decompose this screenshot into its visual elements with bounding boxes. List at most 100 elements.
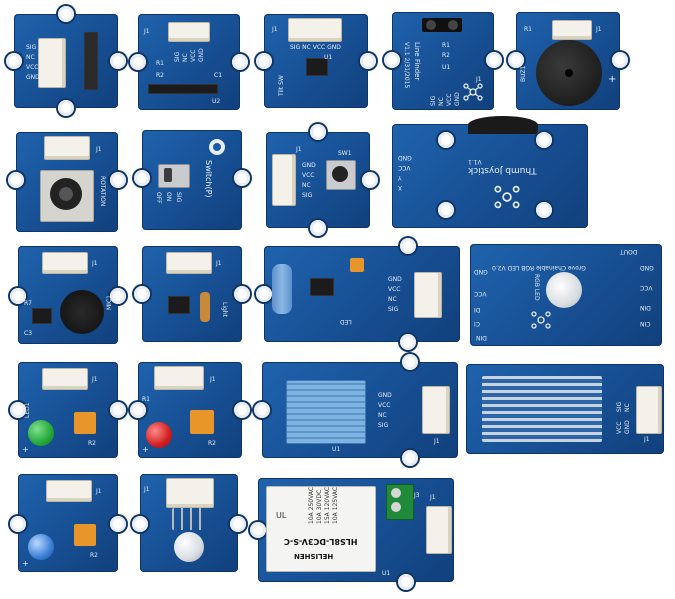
led-label: RGB LED — [533, 274, 540, 301]
grove-connector — [44, 136, 90, 160]
photoresistor-icon — [200, 292, 210, 322]
board-switch: Switch(P) OFF ON SIG — [134, 130, 250, 230]
board-buzzer: R1 J1 + BUZ1 — [508, 12, 628, 110]
part-label: R1 — [142, 396, 150, 403]
mount-hole — [400, 334, 416, 350]
board-chainable-rgb-led: DOUT DIN Grove Chainable RGB LED V2.0 GN… — [470, 244, 662, 346]
part-label: R1 — [524, 26, 532, 33]
pin-label: GND — [454, 92, 461, 106]
pin-label: NC — [624, 403, 631, 412]
board-name: Thumb Joystick — [468, 165, 537, 175]
mount-hole — [110, 172, 126, 188]
part-label: J1 — [476, 76, 482, 83]
board-red-led: J1 R1 R2 + — [130, 362, 250, 458]
grove-connector — [426, 506, 452, 554]
pin-label: NC — [388, 296, 397, 303]
part-label: U1 — [442, 64, 451, 71]
mount-hole — [486, 52, 502, 68]
mount-hole — [230, 516, 246, 532]
pin-label: X — [398, 184, 403, 191]
board-title: Line Finder — [413, 42, 421, 81]
pin-label: GND — [26, 74, 40, 81]
part-label: J1 — [296, 146, 302, 153]
grove-connector — [422, 386, 450, 434]
pin-label: GND — [640, 264, 654, 271]
mount-hole — [10, 516, 26, 532]
ir-receiver-icon — [448, 20, 458, 30]
trimmer-pot — [74, 524, 96, 546]
connector-label: J1 — [144, 28, 150, 35]
water-traces-icon — [482, 376, 602, 442]
pin-label: SIG — [378, 422, 389, 429]
part-label: J1 — [96, 146, 102, 153]
grove-connector — [38, 38, 66, 88]
board-name: ROTATION — [99, 176, 106, 207]
pin-label: Y — [398, 174, 402, 181]
pin-label: SIG — [302, 192, 313, 199]
mount-hole — [254, 402, 270, 418]
pin-label: GND — [388, 276, 402, 283]
pcb — [392, 124, 588, 228]
polarity-label: + — [22, 559, 29, 568]
button-cap-icon — [332, 166, 348, 182]
part-label: U1 — [382, 570, 391, 577]
relay-rating: 10A 125VAC — [332, 486, 339, 524]
board-title: Grove Chainable RGB LED V2.0 — [492, 264, 586, 271]
part-label: R7 — [24, 300, 32, 307]
grove-connector — [414, 272, 442, 318]
board-vibration-sensor: SIG NC VCC GND — [6, 6, 126, 116]
mount-hole — [110, 402, 126, 418]
board-line-finder: Line Finder V1.1 2/31/2015 R1 R2 U1 SIG … — [384, 12, 502, 110]
pin-label: SIG — [616, 401, 623, 412]
mount-hole — [58, 6, 74, 22]
grove-connector — [166, 252, 212, 274]
joystick-base — [468, 116, 538, 134]
pin-label: VCC — [640, 284, 653, 291]
pin-label: SIG — [174, 51, 181, 62]
mount-hole — [8, 172, 24, 188]
relay-rating: 10A 30VDC — [316, 489, 323, 524]
rgb-led-icon — [546, 272, 582, 308]
part-label: R2 — [90, 552, 98, 559]
screw-icon — [391, 502, 401, 512]
mount-hole — [6, 53, 22, 69]
led-green-icon — [28, 420, 54, 446]
pin-label: NC — [302, 182, 311, 189]
polarity-label: + — [608, 74, 617, 85]
mount-hole — [130, 402, 146, 418]
mount-hole — [362, 172, 378, 188]
grove-connector — [552, 20, 592, 40]
mount-hole — [438, 202, 454, 218]
pin-label: VCC — [378, 402, 391, 409]
signal-label: DOUT — [620, 248, 638, 255]
part-label: R1 — [156, 60, 164, 67]
part-label: BUZ1 — [520, 65, 527, 82]
mount-hole — [110, 288, 126, 304]
grove-connector — [42, 252, 88, 274]
mount-hole — [110, 53, 126, 69]
trimmer-pot — [190, 410, 214, 434]
sensor-chip — [148, 84, 218, 94]
part-label: J3 — [414, 492, 420, 499]
mount-hole — [234, 286, 250, 302]
ir-emitter-icon — [426, 20, 436, 30]
part-label: R1 — [442, 42, 450, 49]
ic-chip — [310, 278, 334, 296]
pin-label: SIG — [430, 95, 437, 106]
part-label: J1 — [434, 438, 440, 445]
pin-label: VCC — [616, 421, 623, 434]
signal-label: DIN — [476, 334, 487, 341]
mount-hole — [402, 354, 418, 370]
pin-label: VCC — [474, 290, 487, 297]
grove-logo-icon — [204, 134, 230, 165]
mount-hole — [310, 124, 326, 140]
grove-connector — [168, 22, 210, 42]
mount-hole — [10, 402, 26, 418]
relay-component — [266, 486, 376, 572]
ic-chip — [168, 296, 190, 314]
grove-connector — [42, 368, 88, 390]
led-blue-icon — [28, 534, 54, 560]
polarity-label: + — [142, 445, 149, 454]
pin-label: SIG — [388, 306, 399, 313]
board-sound-sensor: J1 MIC1 R7 C3 — [10, 246, 126, 344]
